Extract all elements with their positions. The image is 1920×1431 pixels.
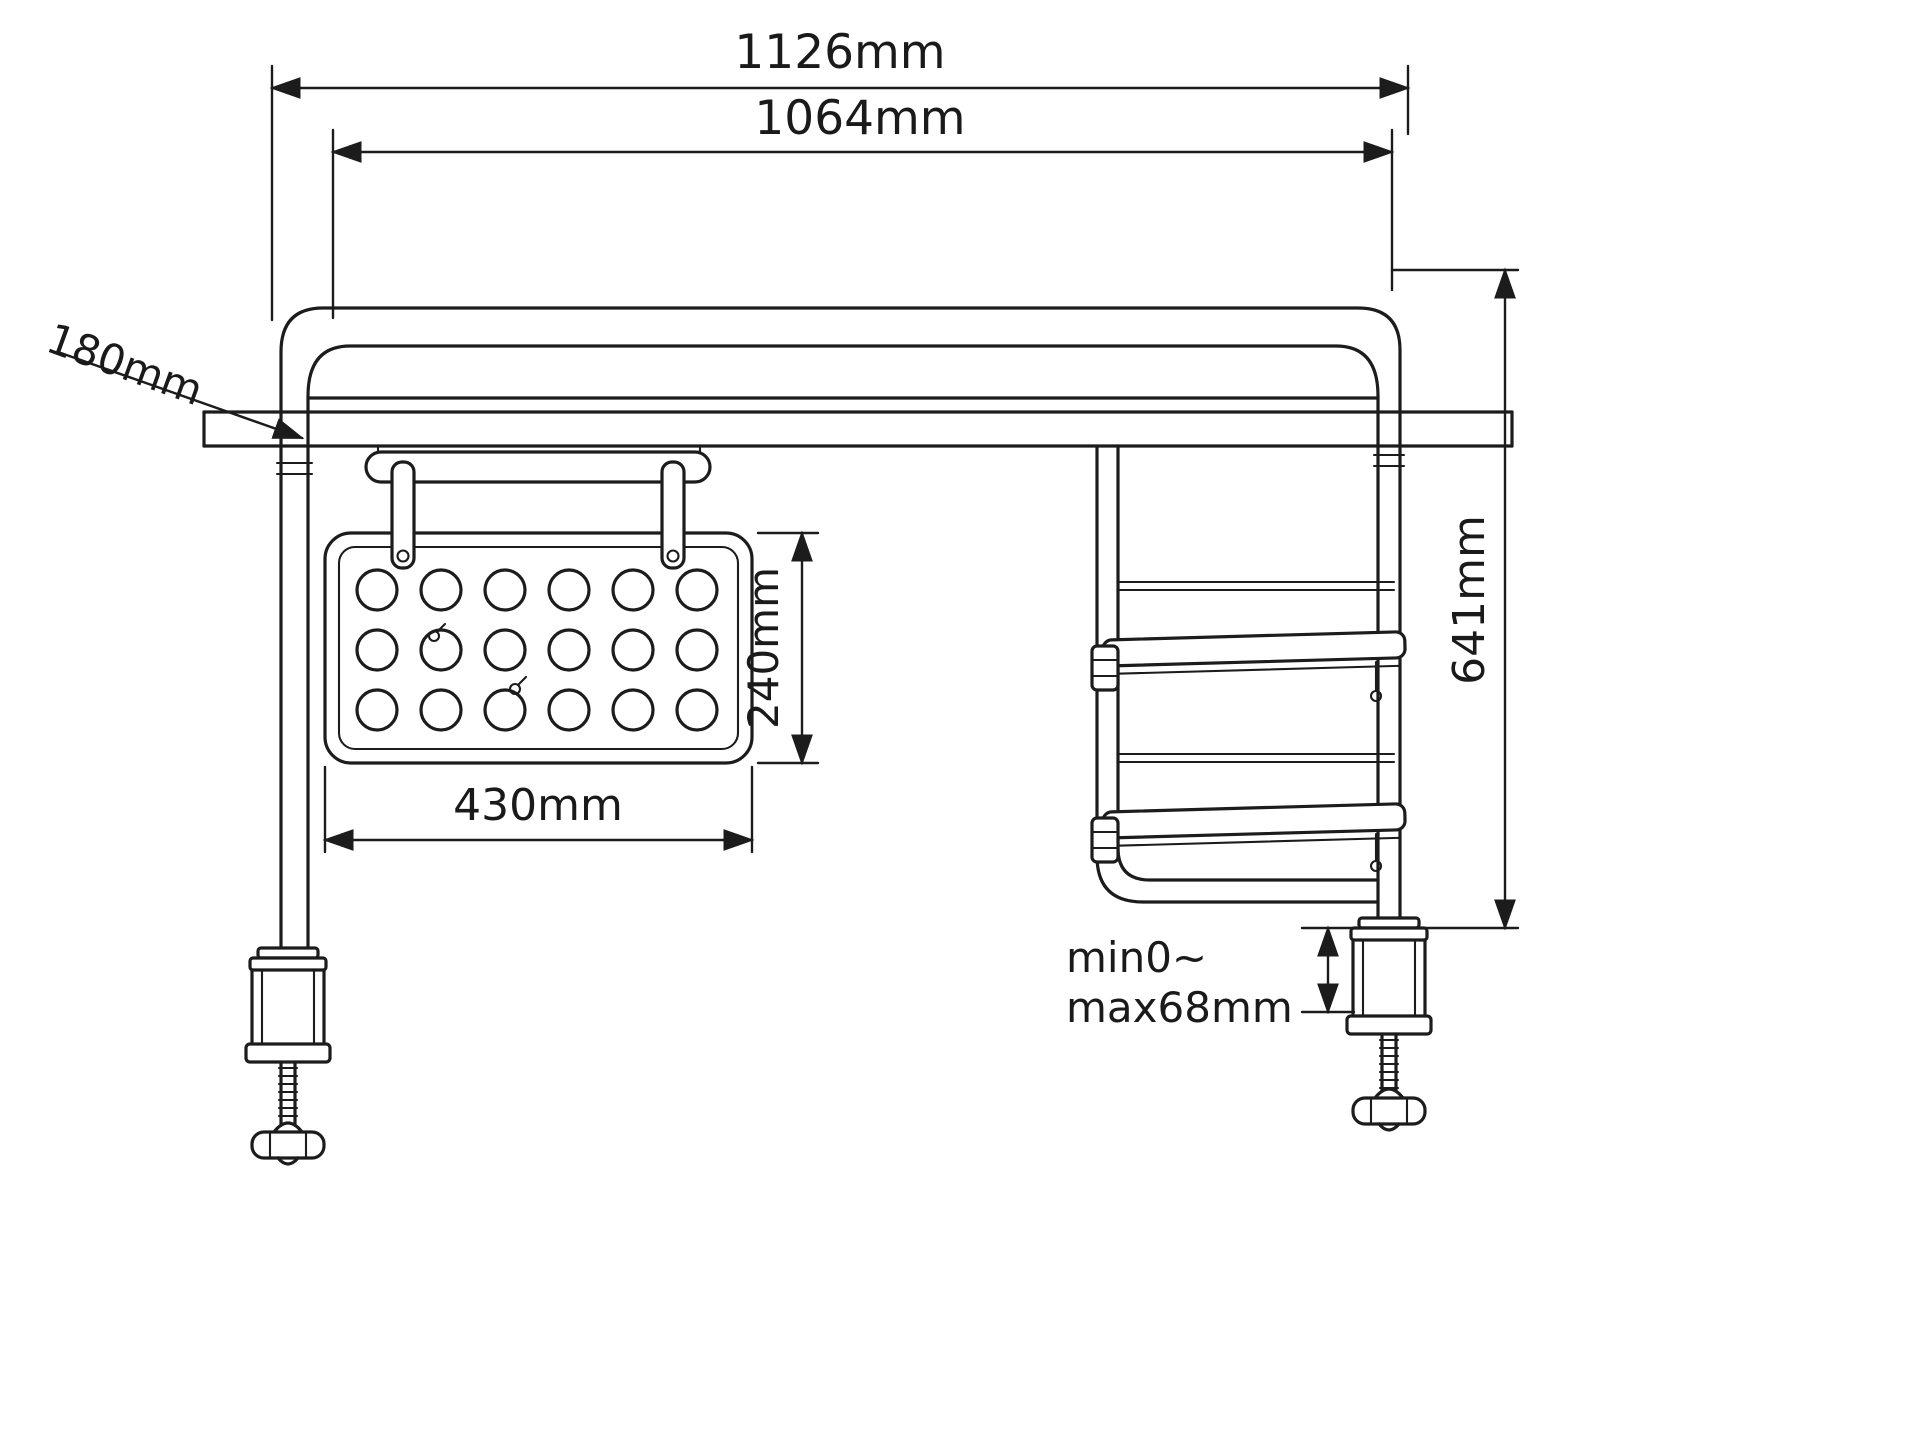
clamp-range-label-line2: max68mm: [1066, 983, 1293, 1032]
pegboard-holes: [355, 568, 719, 732]
pegboard-rail: [364, 450, 712, 484]
right-desk-clamp: [1345, 916, 1433, 1132]
dimension-pegboard-width: 430mm: [322, 765, 755, 854]
column-height-label: 641mm: [1444, 515, 1495, 685]
lower-shelf-bracket: [1090, 816, 1120, 864]
inner-width-label: 1064mm: [754, 91, 965, 146]
upper-shelf-hook: [1369, 660, 1383, 703]
left-clamp-screw-threads: [277, 1066, 299, 1118]
dimension-shelf-depth: 180mm: [40, 314, 305, 440]
pegboard-assembly: [323, 444, 754, 765]
lower-shelf-hook: [1369, 832, 1383, 873]
shelf-depth-label: 180mm: [40, 314, 209, 415]
clamp-range-label-line1: min0~: [1066, 933, 1207, 982]
overall-width-label: 1126mm: [734, 25, 945, 80]
dimension-overall-width: 1126mm: [269, 25, 1411, 322]
pegboard-panel: [323, 531, 754, 765]
desk-surface: [202, 410, 1514, 448]
right-clamp-knob: [1351, 1087, 1427, 1132]
pegboard-screws: [427, 622, 528, 696]
dimension-inner-width: 1064mm: [330, 91, 1395, 320]
left-desk-clamp: [244, 946, 332, 1166]
upper-shelf-bracket: [1090, 644, 1120, 692]
lower-side-shelf: [1090, 752, 1407, 873]
right-clamp-screw-threads: [1378, 1038, 1400, 1090]
dimension-pegboard-height: 240mm: [739, 530, 820, 766]
dimension-clamp-range: min0~ max68mm: [1066, 925, 1356, 1032]
pegboard-hook-left: [390, 460, 416, 570]
pegboard-height-label: 240mm: [739, 567, 788, 729]
left-clamp-knob: [250, 1121, 326, 1166]
pegboard-hook-right: [660, 460, 686, 570]
dimension-column-height: 641mm: [1390, 267, 1520, 931]
pegboard-width-label: 430mm: [453, 780, 623, 831]
upper-side-shelf: [1090, 580, 1407, 703]
top-shelf-frame: [275, 306, 1406, 954]
